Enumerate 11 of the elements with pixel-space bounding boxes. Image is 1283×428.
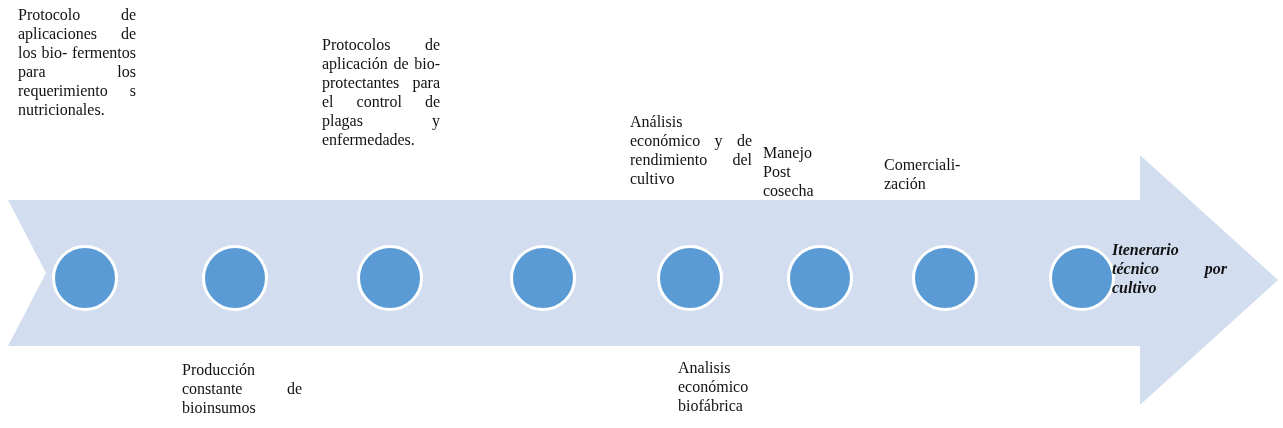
step-label: Protocolos de aplicación de bio- protectantes para el control de plagas y enfermedades. xyxy=(322,35,440,149)
step-label: Análisis económico y de rendimiento del cultivo xyxy=(630,112,752,188)
step-label: Manejo Post cosecha xyxy=(763,143,815,200)
step-label: Itenerario técnico por cultivo xyxy=(1112,240,1227,297)
timeline-circle xyxy=(357,245,423,311)
timeline-circle xyxy=(52,245,118,311)
step-label: Analisis económico biofábrica xyxy=(678,358,750,415)
step-label: Protocolo de aplicaciones de los bio- fermentos para los requerimiento s nutricionales. xyxy=(18,5,136,119)
step-label: Comerciali- zación xyxy=(884,155,962,193)
step-label: Producción constante de bioinsumos xyxy=(182,360,302,417)
timeline-circle xyxy=(510,245,576,311)
